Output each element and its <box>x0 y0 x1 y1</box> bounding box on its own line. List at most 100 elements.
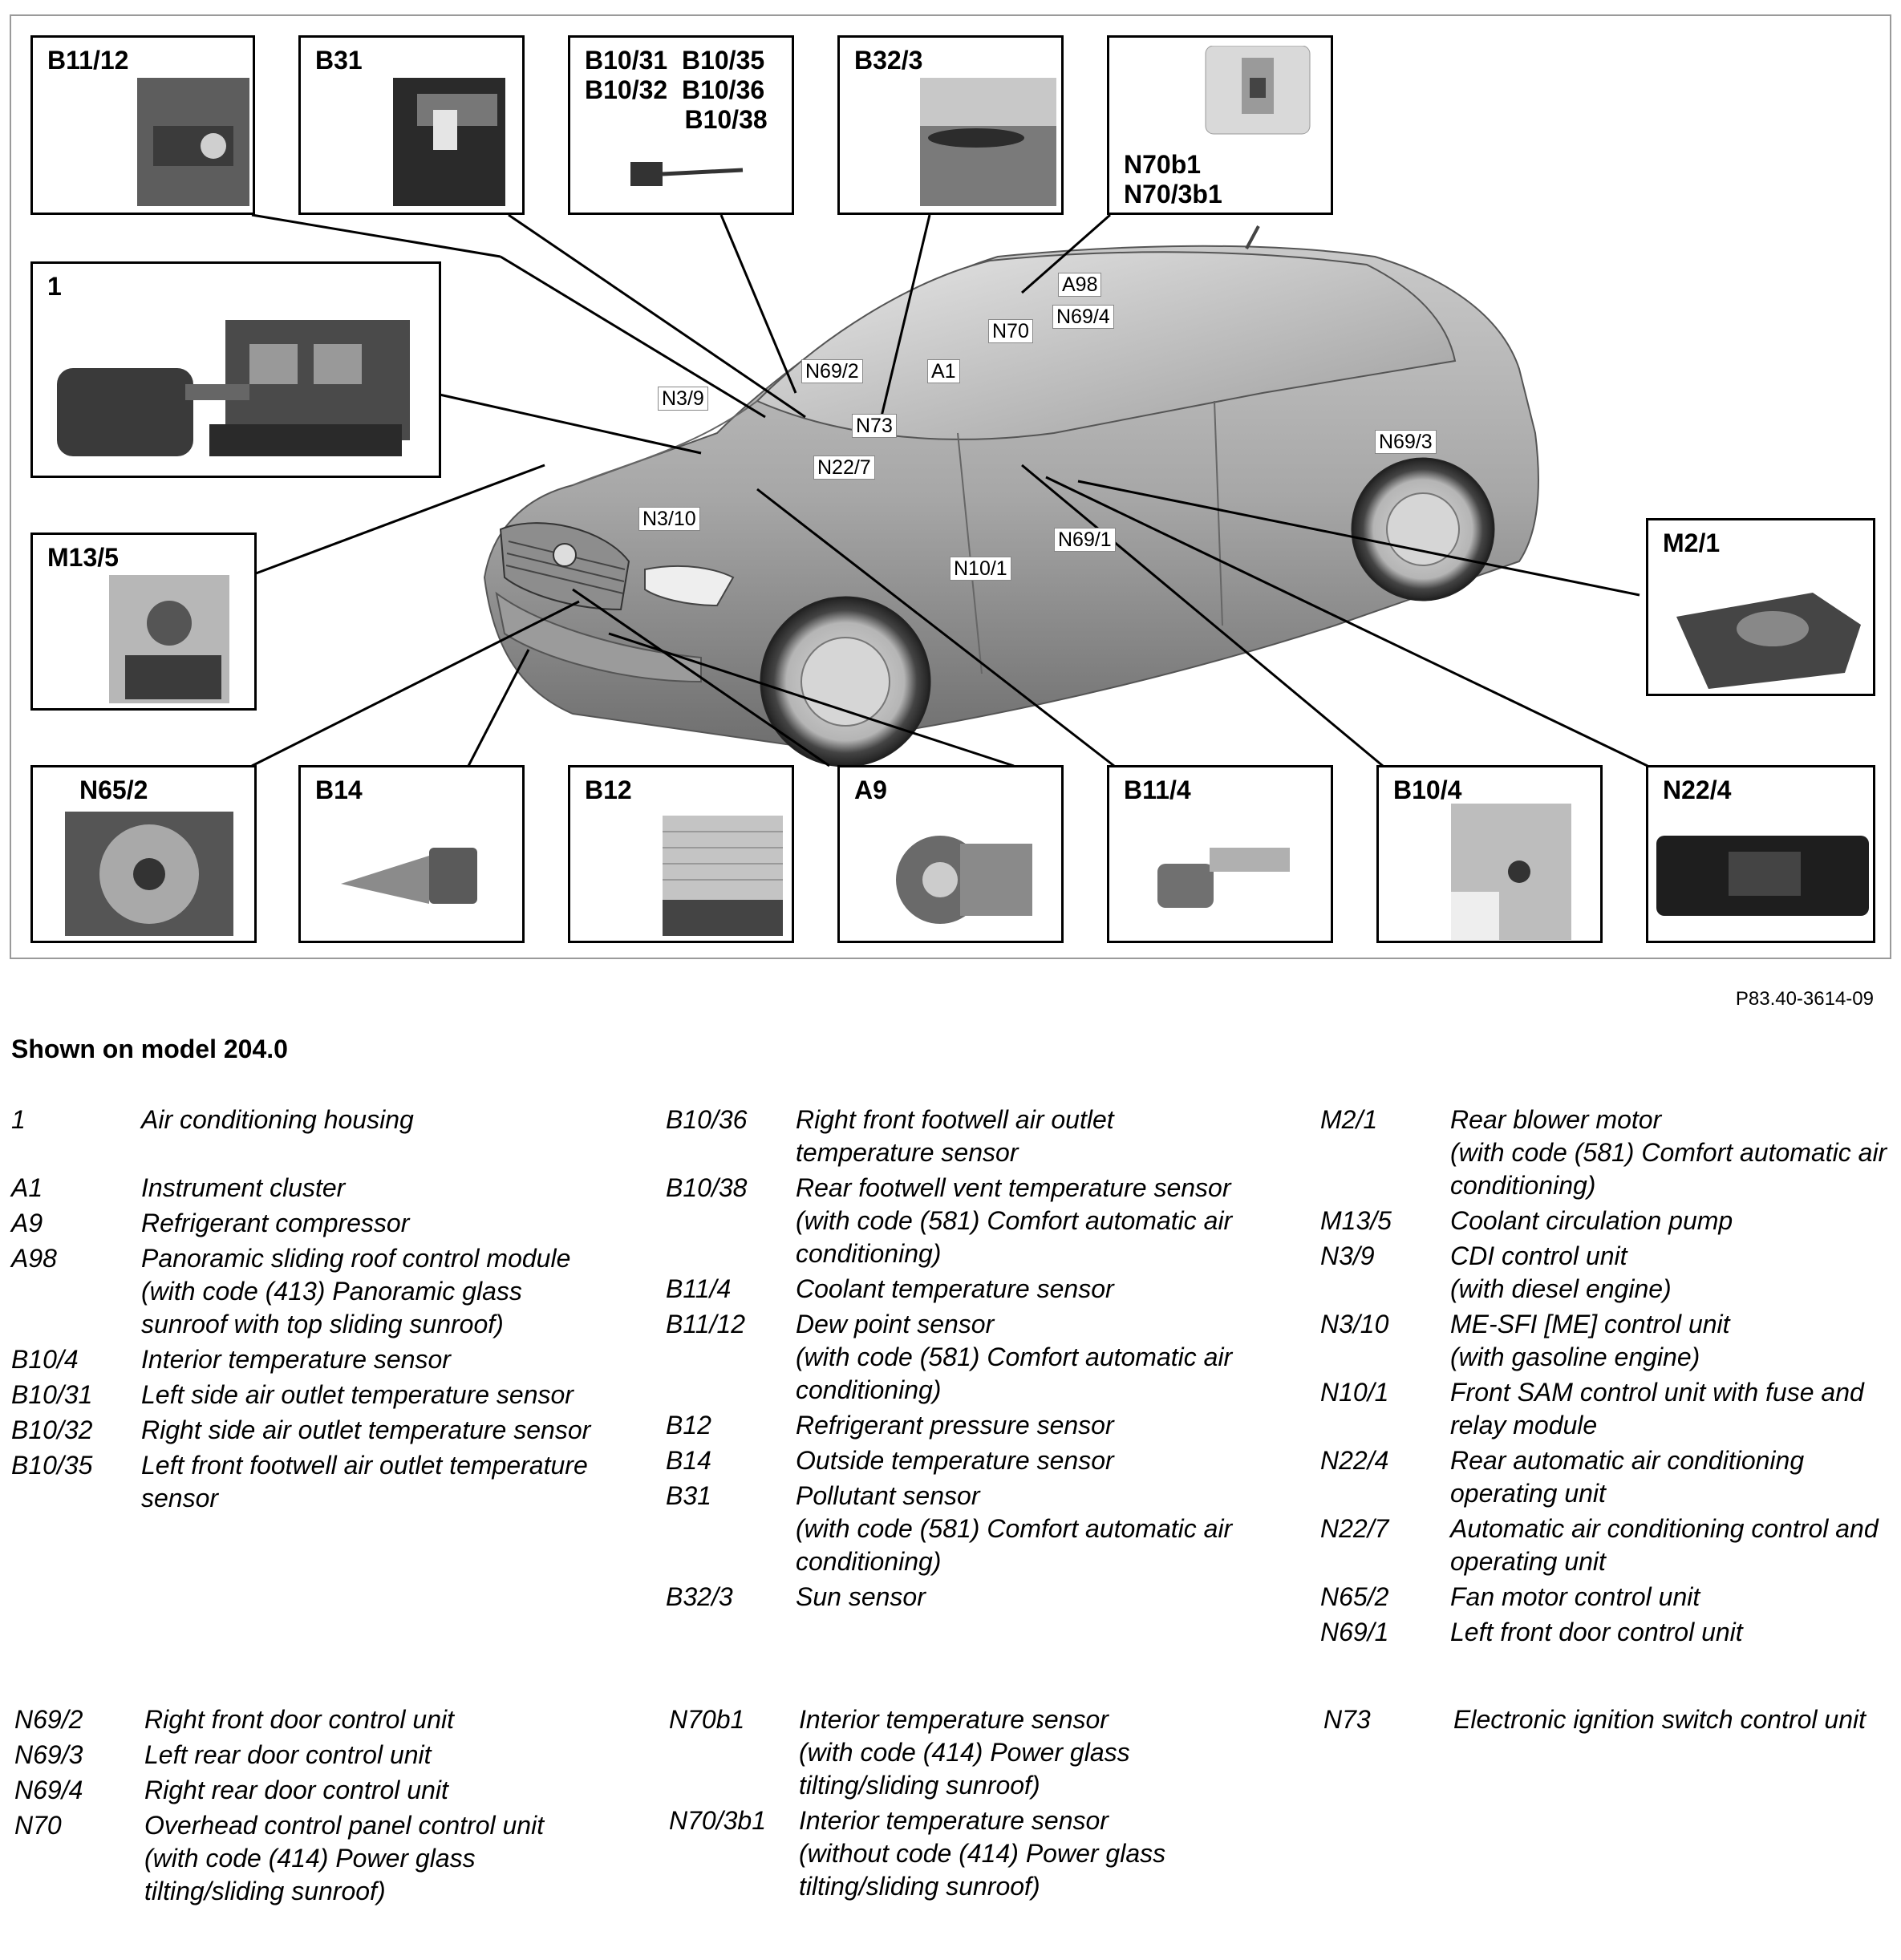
legend-description: ME-SFI [ME] control unit (with gasoline … <box>1450 1310 1730 1371</box>
legend-description: Pollutant sensor (with code (581) Comfor… <box>796 1481 1233 1576</box>
legend-code: N3/10 <box>1320 1310 1389 1338</box>
legend-description: Rear footwell vent temperature sensor (w… <box>796 1173 1233 1268</box>
legend-description: Coolant temperature sensor <box>796 1274 1114 1303</box>
legend-description: Automatic air conditioning control and o… <box>1450 1514 1879 1576</box>
callout-b10-4: B10/4 <box>1376 765 1603 943</box>
legend-description: Left front door control unit <box>1450 1618 1743 1646</box>
legend-code: N65/2 <box>1320 1582 1389 1611</box>
car-label-n3-9: N3/9 <box>658 387 708 411</box>
outside-temperature-sensor-image <box>341 848 477 904</box>
callout-n70b1: N70b1 N70/3b1 <box>1107 35 1333 215</box>
car-label-a1: A1 <box>927 359 960 383</box>
legend-description: Interior temperature sensor <box>141 1345 451 1374</box>
callout-title: A9 <box>854 775 887 804</box>
legend-code: N69/1 <box>1320 1618 1389 1646</box>
callout-title: B11/12 <box>47 46 129 75</box>
model-note: Shown on model 204.0 <box>11 1035 288 1063</box>
dew-point-sensor-image <box>137 78 249 206</box>
legend-code: N73 <box>1323 1705 1371 1734</box>
legend-description: Instrument cluster <box>141 1173 346 1202</box>
legend-entry: N65/2 Fan motor control unit <box>1320 1581 1898 1614</box>
legend-entry: B32/3 Sun sensor <box>666 1581 1259 1614</box>
callout-title: B10/31 B10/35 B10/32 B10/36 B10/38 <box>585 46 768 134</box>
legend-description: Electronic ignition switch control unit <box>1453 1705 1867 1734</box>
callout-b10-group: B10/31 B10/35 B10/32 B10/36 B10/38 <box>568 35 794 215</box>
callout-title: N65/2 <box>79 775 148 804</box>
legend-description: Left side air outlet temperature sensor <box>141 1380 574 1409</box>
legend-description: CDI control unit (with diesel engine) <box>1450 1241 1672 1303</box>
callout-title: 1 <box>47 272 62 301</box>
legend-entry: N69/1 Left front door control unit <box>1320 1616 1898 1649</box>
car-label-n69-4: N69/4 <box>1052 305 1114 329</box>
legend-description: Rear blower motor (with code (581) Comfo… <box>1450 1105 1887 1200</box>
car-label-n73: N73 <box>852 414 897 438</box>
legend-description: Interior temperature sensor (without cod… <box>799 1806 1166 1901</box>
legend-code: A9 <box>11 1209 43 1237</box>
legend-description: Right front door control unit <box>144 1705 454 1734</box>
car-label-n3-10: N3/10 <box>638 507 700 531</box>
callout-n22-4: N22/4 <box>1646 765 1875 943</box>
legend-description: Right front footwell air outlet temperat… <box>796 1105 1114 1167</box>
legend-description: Panoramic sliding roof control module (w… <box>141 1244 571 1338</box>
legend-column-2: B10/36 Right front footwell air outlet te… <box>666 1104 1259 1616</box>
car-label-n70: N70 <box>988 319 1033 343</box>
callout-m2-1: M2/1 <box>1646 518 1875 696</box>
legend-description: Air conditioning housing <box>141 1105 414 1134</box>
legend-description: Coolant circulation pump <box>1450 1206 1733 1235</box>
coolant-pump-image <box>109 575 229 703</box>
legend-description: Left rear door control unit <box>144 1740 432 1769</box>
legend-code: N22/7 <box>1320 1514 1389 1543</box>
callout-b11-12: B11/12 <box>30 35 255 215</box>
callout-title: N70b1 N70/3b1 <box>1124 150 1222 209</box>
refrigerant-compressor-image <box>896 836 1032 924</box>
callout-housing: 1 <box>30 261 441 478</box>
callout-n65-2: N65/2 <box>30 765 257 943</box>
car-label-n10-1: N10/1 <box>950 557 1011 581</box>
legend-code: N70b1 <box>669 1705 745 1734</box>
legend-entry: B10/36 Right front footwell air outlet te… <box>666 1104 1259 1169</box>
fan-motor-image <box>65 812 233 936</box>
legend-entry: B10/38 Rear footwell vent temperature sen… <box>666 1172 1259 1270</box>
legend-code: M2/1 <box>1320 1105 1378 1134</box>
legend-code: B11/12 <box>666 1310 746 1338</box>
legend-description: Interior temperature sensor (with code (… <box>799 1705 1130 1800</box>
interior-temperature-sensor-image <box>1451 804 1571 940</box>
legend-entry: B10/31 Left side air outlet temperature s… <box>11 1379 605 1411</box>
legend-code: N10/1 <box>1320 1378 1389 1407</box>
legend-description: Right rear door control unit <box>144 1776 448 1804</box>
legend-code: B10/36 <box>666 1105 748 1134</box>
legend-description: Sun sensor <box>796 1582 926 1611</box>
legend-code: B10/31 <box>11 1380 93 1409</box>
legend-code: B10/38 <box>666 1173 748 1202</box>
car-label-n69-2: N69/2 <box>801 359 863 383</box>
callout-b14: B14 <box>298 765 525 943</box>
legend-entry: N70b1 Interior temperature sensor (with c… <box>669 1703 1263 1802</box>
callout-b32-3: B32/3 <box>837 35 1064 215</box>
legend-entry: N73 Electronic ignition switch control un… <box>1323 1703 1885 1736</box>
legend-entry: N69/2 Right front door control unit <box>14 1703 608 1736</box>
callout-title: N22/4 <box>1663 775 1732 804</box>
legend-entry: M2/1 Rear blower motor (with code (581) C… <box>1320 1104 1898 1202</box>
legend-code: B10/4 <box>11 1345 79 1374</box>
callout-title: B10/4 <box>1393 775 1462 804</box>
legend-entry: B10/4 Interior temperature sensor <box>11 1343 605 1376</box>
legend-column-6: N73 Electronic ignition switch control un… <box>1323 1703 1885 1739</box>
legend-code: N69/2 <box>14 1705 83 1734</box>
legend-column-5: N70b1 Interior temperature sensor (with c… <box>669 1703 1263 1905</box>
legend-description: Fan motor control unit <box>1450 1582 1700 1611</box>
legend-column-3: M2/1 Rear blower motor (with code (581) C… <box>1320 1104 1898 1651</box>
legend-code: B32/3 <box>666 1582 733 1611</box>
legend-code: B10/32 <box>11 1415 93 1444</box>
